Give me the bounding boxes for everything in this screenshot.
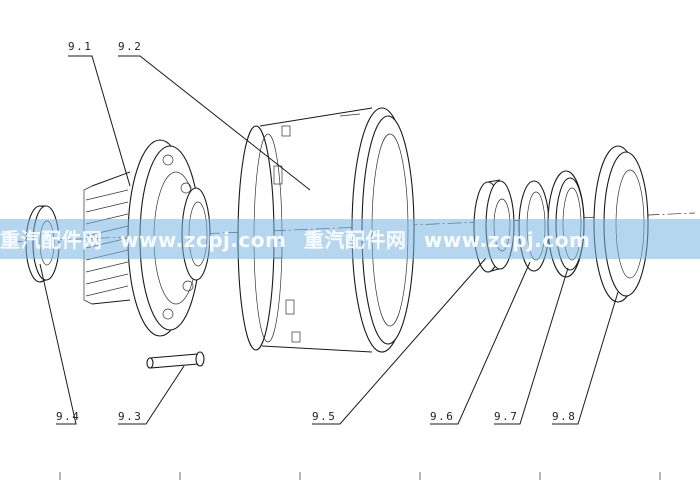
leader-lines [39, 55, 619, 425]
label-9-3: 9.3 [118, 410, 142, 423]
label-9-2: 9.2 [118, 40, 142, 53]
watermark-name-1: 重汽配件网 [0, 228, 103, 252]
label-9-4: 9.4 [56, 410, 80, 423]
watermark-name-2: 重汽配件网 [303, 228, 407, 252]
label-9-1: 9.1 [68, 40, 92, 53]
watermark-text: 重汽配件网 www.zcpj.com 重汽配件网 www.zcpj.com [0, 223, 700, 257]
part-9-3-pin [146, 351, 205, 369]
watermark-url-1: www.zcpj.com [119, 228, 287, 252]
label-9-5: 9.5 [312, 410, 336, 423]
watermark-band [0, 219, 700, 259]
label-9-6: 9.6 [430, 410, 454, 423]
bottom-ticks [59, 472, 661, 480]
watermark-url-2: www.zcpj.com [423, 228, 591, 252]
label-9-7: 9.7 [494, 410, 518, 423]
label-9-8: 9.8 [552, 410, 576, 423]
